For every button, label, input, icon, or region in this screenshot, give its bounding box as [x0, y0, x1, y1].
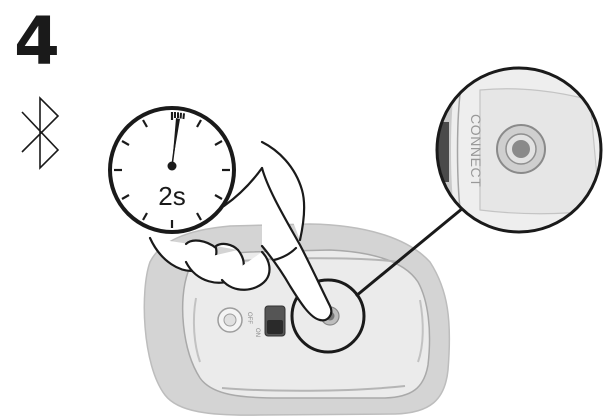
timer-label: 2s: [158, 181, 185, 211]
power-switch-knob: [267, 320, 283, 334]
bluetooth-icon: [22, 98, 58, 168]
connect-label: CONNECT: [468, 114, 484, 187]
stopwatch-icon: 2s: [110, 108, 234, 232]
switch-off-label: OFF: [246, 312, 252, 324]
switch-on-label: ON: [254, 328, 260, 337]
